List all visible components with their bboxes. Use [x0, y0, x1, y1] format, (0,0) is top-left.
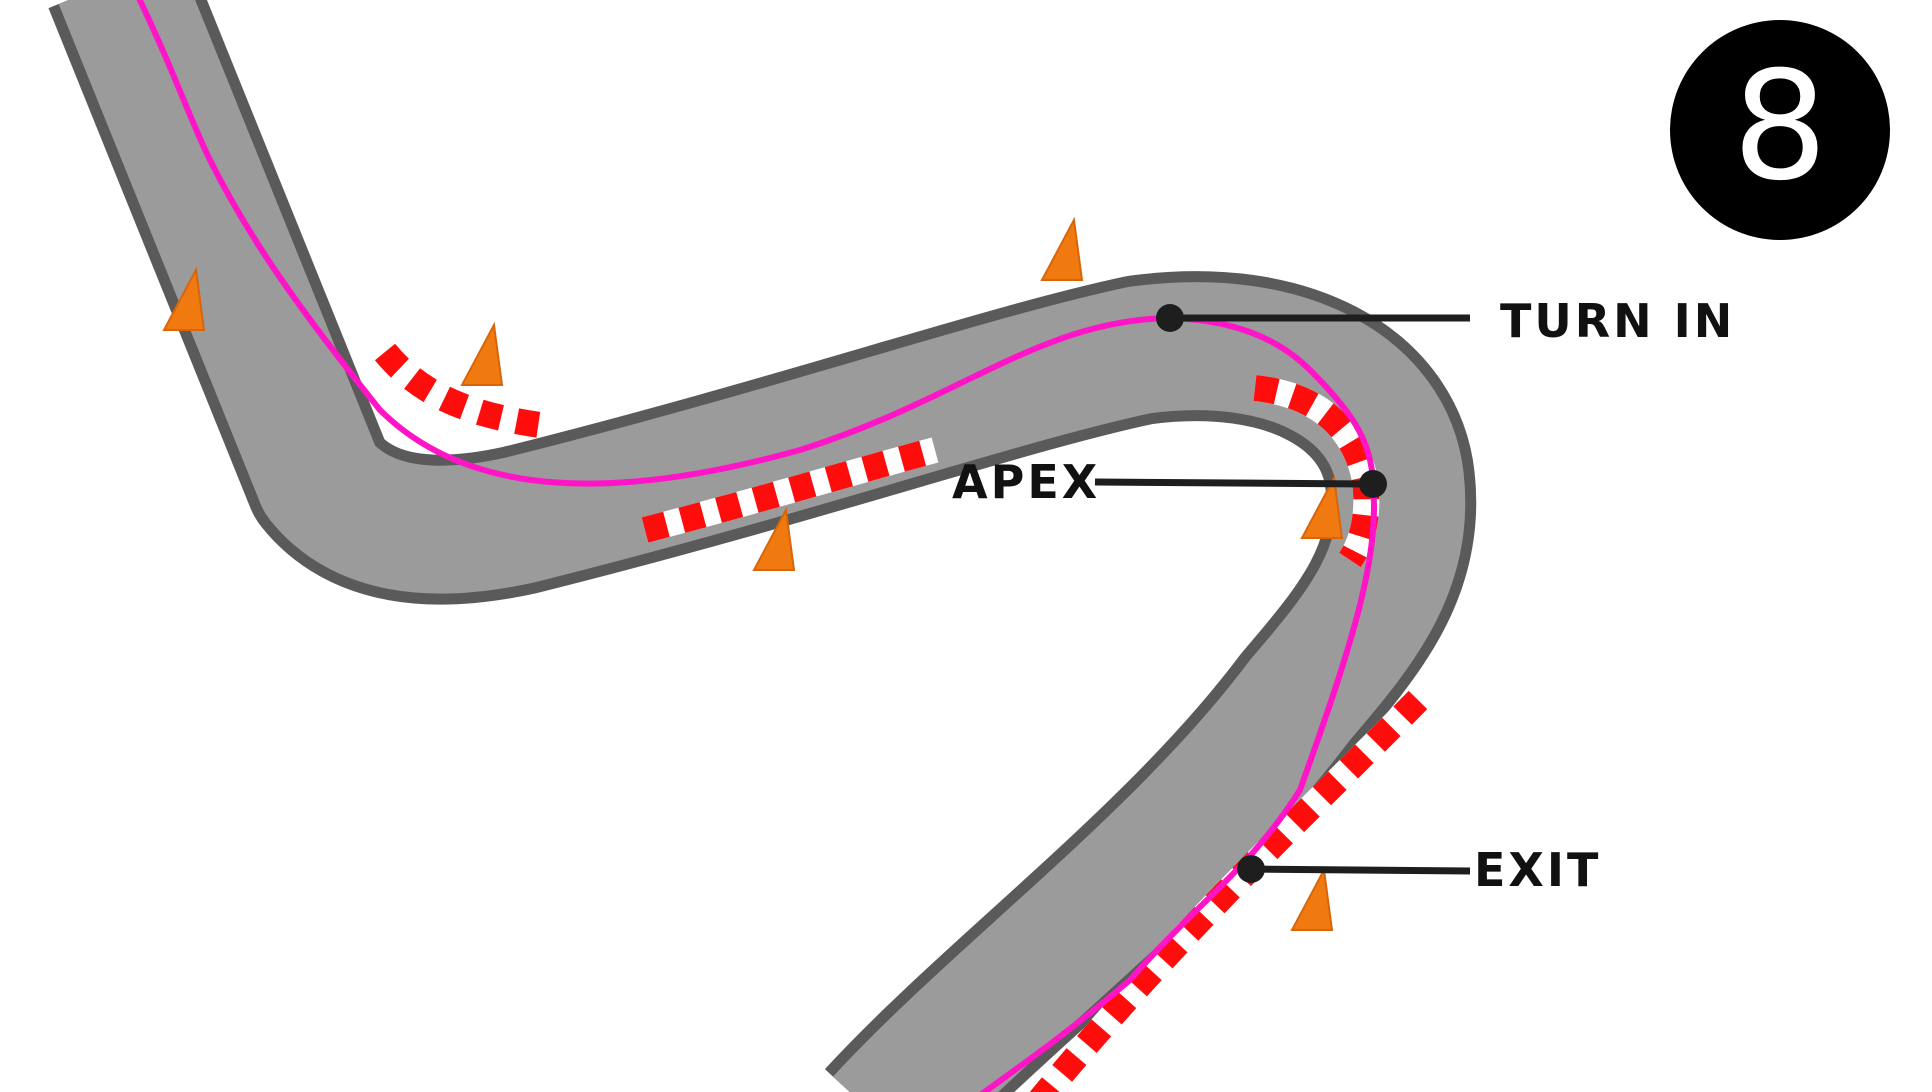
cone-icon — [1040, 216, 1084, 281]
turn-in-label: TURN IN — [1500, 294, 1735, 348]
exit-label: EXIT — [1474, 843, 1601, 897]
corner-number: 8 — [1732, 40, 1827, 214]
marker-dot-icon — [1156, 304, 1184, 332]
corner-number-badge — [1670, 20, 1890, 240]
apex-leader — [1094, 478, 1369, 488]
kerb-entry-stripes — [374, 343, 542, 438]
track-group — [48, 0, 1477, 1092]
exit-leader — [1247, 865, 1471, 875]
marker-dot-icon — [1237, 855, 1265, 883]
apex-label: APEX — [952, 455, 1100, 509]
kerb-inner-straight-stripes — [641, 437, 939, 543]
marker-dot-icon — [1359, 470, 1387, 498]
cone-icon — [162, 266, 206, 331]
track-surface — [58, 0, 1466, 1092]
cone-icon — [460, 321, 504, 386]
cones-group — [162, 216, 1344, 931]
kerb-apex-stripes — [1253, 375, 1380, 568]
cone-icon — [1300, 474, 1344, 539]
cone-icon — [1290, 866, 1334, 931]
cone-icon — [752, 506, 796, 571]
